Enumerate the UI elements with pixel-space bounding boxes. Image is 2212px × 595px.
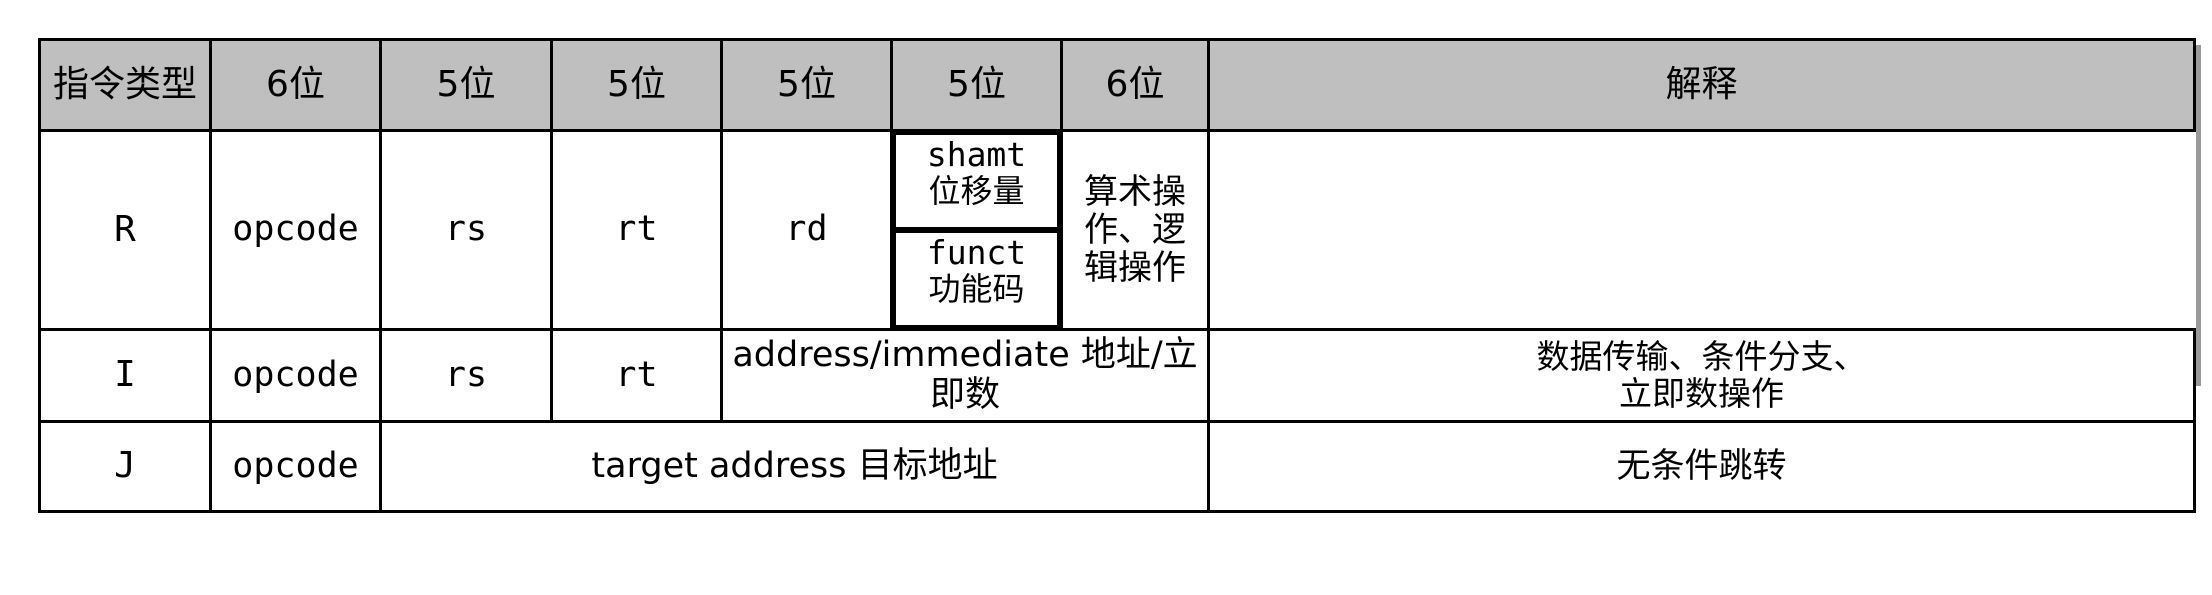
cell-i-explanation-line2: 立即数操作 <box>1619 373 1784 413</box>
header-cell-bits-rd: 5位 <box>720 38 893 132</box>
cell-j-target-address: target address 目标地址 <box>379 420 1210 513</box>
cell-r-shamt-cn: 位移量 <box>928 171 1025 210</box>
cell-i-explanation: 数据传输、条件分支、 立即数操作 <box>1207 328 2196 423</box>
cell-r-shamt: shamt 位移量 <box>893 132 1060 230</box>
cell-r-type: R <box>38 129 212 331</box>
cell-i-type: I <box>38 328 212 423</box>
cell-i-rs: rs <box>379 328 553 423</box>
cell-j-type: J <box>38 420 212 513</box>
table-header-row: 指令类型 6位 5位 5位 5位 5位 6位 解释 <box>38 38 2196 132</box>
cell-r-shamt-en: shamt <box>926 135 1027 174</box>
header-cell-bits-rs: 5位 <box>379 38 553 132</box>
header-cell-bits-funct: 6位 <box>1060 38 1210 132</box>
cell-r-rd: rd <box>720 129 893 331</box>
cell-r-rt: rt <box>550 129 723 331</box>
cell-i-opcode: opcode <box>209 328 382 423</box>
table-row-r-type: R opcode rs rt rd shamt 位移量 funct 功能码 算术… <box>38 129 2195 331</box>
cell-i-immediate: address/immediate 地址/立即数 <box>720 328 1210 423</box>
mips-instruction-format-table: 指令类型 6位 5位 5位 5位 5位 6位 解释 R opcode rs rt… <box>38 38 2196 513</box>
cell-i-explanation-line1: 数据传输、条件分支、 <box>1536 336 1867 376</box>
header-cell-instruction-type: 指令类型 <box>38 38 212 132</box>
cell-r-funct: funct 功能码 <box>893 230 1060 328</box>
cell-j-opcode: opcode <box>209 420 382 513</box>
cell-r-explanation: 算术操作、逻辑操作 <box>1060 129 1210 331</box>
table-row-i-type: I opcode rs rt address/immediate 地址/立即数 … <box>38 328 2196 423</box>
header-cell-bits-opcode: 6位 <box>209 38 382 132</box>
cell-r-funct-en: funct <box>926 233 1027 272</box>
cell-i-rt: rt <box>550 328 723 423</box>
table-row-j-type: J opcode target address 目标地址 无条件跳转 <box>38 420 2196 513</box>
cell-r-funct-cn: 功能码 <box>928 269 1025 308</box>
cell-j-explanation: 无条件跳转 <box>1207 420 2196 513</box>
cell-r-opcode: opcode <box>209 129 382 331</box>
header-cell-bits-rt: 5位 <box>550 38 723 132</box>
cell-r-rs: rs <box>379 129 553 331</box>
header-cell-bits-shamt: 5位 <box>890 38 1063 132</box>
header-cell-explanation: 解释 <box>1207 38 2196 132</box>
